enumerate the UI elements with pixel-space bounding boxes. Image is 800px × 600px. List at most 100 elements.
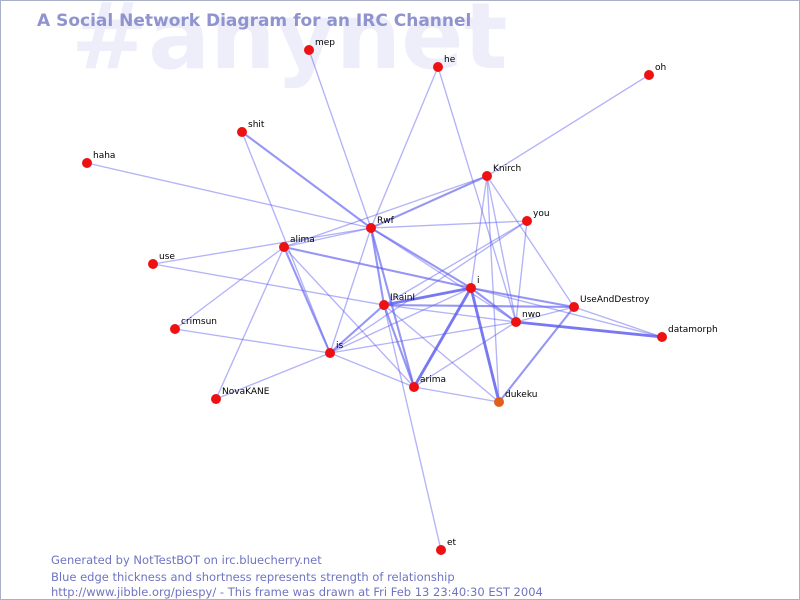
node-nwo[interactable]: nwo <box>511 310 541 327</box>
edge-i-datamorph <box>470 287 663 338</box>
node-dot[interactable] <box>366 223 376 233</box>
edge-is-arima <box>329 352 415 388</box>
node-mep[interactable]: mep <box>304 38 335 55</box>
node-dot[interactable] <box>304 45 314 55</box>
edge-i-arima <box>412 287 473 388</box>
edge-alima-arima <box>283 246 415 388</box>
edge-is-NovaKANE <box>215 352 331 400</box>
node-label: UseAndDestroy <box>580 295 650 305</box>
edge-Knirch-dukeku <box>486 175 500 403</box>
edge-haha-Rwf <box>86 162 372 229</box>
node-dot[interactable] <box>279 242 289 252</box>
edge-you-IRainI <box>383 220 528 306</box>
edge-nwo-arima <box>413 321 517 388</box>
node-dot[interactable] <box>657 332 667 342</box>
edge-Rwf-i <box>370 227 472 289</box>
node-label: shit <box>248 120 265 130</box>
node-dot[interactable] <box>522 216 532 226</box>
edge-alima-NovaKANE <box>215 246 285 400</box>
node-Rwf[interactable]: Rwf <box>366 216 395 233</box>
node-label: he <box>444 55 456 65</box>
node-datamorph[interactable]: datamorph <box>657 325 718 342</box>
node-dot[interactable] <box>569 302 579 312</box>
node-use[interactable]: use <box>148 252 175 269</box>
edge-he-nwo <box>437 66 517 323</box>
node-dot[interactable] <box>148 259 158 269</box>
node-label: dukeku <box>505 390 537 400</box>
node-label: IRainI <box>390 293 415 303</box>
edge-arima-dukeku <box>413 386 500 403</box>
edge-he-Rwf <box>370 66 439 229</box>
node-label: oh <box>655 63 666 73</box>
node-label: nwo <box>522 310 541 320</box>
edge-IRainI-UseAndDestroy <box>383 303 575 309</box>
node-label: is <box>336 341 344 351</box>
edge-crimsun-is <box>174 328 331 354</box>
node-arima[interactable]: arima <box>409 375 446 392</box>
edge-IRainI-arima <box>383 304 415 388</box>
node-dot[interactable] <box>644 70 654 80</box>
node-he[interactable]: he <box>433 55 456 72</box>
node-label: you <box>533 209 550 219</box>
channel-watermark: #anynet <box>71 0 508 90</box>
node-dot[interactable] <box>170 324 180 334</box>
node-shit[interactable]: shit <box>237 120 265 137</box>
node-UseAndDestroy[interactable]: UseAndDestroy <box>569 295 650 312</box>
node-label: mep <box>315 38 335 48</box>
node-dot[interactable] <box>379 300 389 310</box>
edge-alima-crimsun <box>174 246 285 330</box>
node-et[interactable]: et <box>436 538 457 555</box>
edge-Knirch-nwo <box>486 175 517 323</box>
edge-IRainI-nwo <box>383 304 517 323</box>
node-dot[interactable] <box>211 394 221 404</box>
node-alima[interactable]: alima <box>279 235 315 252</box>
edge-UseAndDestroy-datamorph <box>573 306 663 338</box>
edge-UseAndDestroy-dukeku <box>498 306 575 403</box>
edge-Rwf-is <box>329 227 372 354</box>
node-label: et <box>447 538 457 548</box>
node-dot[interactable] <box>482 171 492 181</box>
node-dot[interactable] <box>511 317 521 327</box>
edge-i-IRainI <box>383 286 472 307</box>
edge-IRainI-dukeku <box>383 304 500 403</box>
edge-alima-i <box>283 245 472 290</box>
node-Knirch[interactable]: Knirch <box>482 164 521 181</box>
edge-nwo-datamorph <box>515 320 663 339</box>
node-dot[interactable] <box>237 127 247 137</box>
node-label: arima <box>420 375 446 385</box>
edges-layer <box>86 49 663 551</box>
edge-Knirch-Rwf <box>370 175 488 229</box>
node-NovaKANE[interactable]: NovaKANE <box>211 387 270 404</box>
edge-use-IRainI <box>152 263 385 306</box>
footer-credit-link[interactable]: http://www.jibble.org/piespy/ - This fra… <box>51 585 543 599</box>
edge-is-nwo <box>329 321 517 354</box>
node-dot[interactable] <box>82 158 92 168</box>
node-dot[interactable] <box>436 545 446 555</box>
node-dot[interactable] <box>409 382 419 392</box>
edge-Knirch-i <box>470 175 488 289</box>
node-label: NovaKANE <box>222 387 270 397</box>
edge-Rwf-alima <box>283 227 372 248</box>
node-you[interactable]: you <box>522 209 550 226</box>
node-dot[interactable] <box>433 62 443 72</box>
node-label: Knirch <box>493 164 521 174</box>
node-dukeku[interactable]: dukeku <box>494 390 537 407</box>
edge-oh-Knirch <box>486 74 650 177</box>
node-haha[interactable]: haha <box>82 151 115 168</box>
node-oh[interactable]: oh <box>644 63 666 80</box>
node-crimsun[interactable]: crimsun <box>170 317 217 334</box>
page-title: A Social Network Diagram for an IRC Chan… <box>37 11 472 31</box>
edge-i-is <box>329 287 472 354</box>
edge-i-nwo <box>470 287 517 323</box>
footer-legend-note: Blue edge thickness and shortness repres… <box>51 570 455 584</box>
node-dot[interactable] <box>325 348 335 358</box>
node-i[interactable]: i <box>466 276 480 293</box>
node-dot[interactable] <box>466 283 476 293</box>
node-IRainI[interactable]: IRainI <box>379 293 415 310</box>
node-label: datamorph <box>668 325 718 335</box>
node-is[interactable]: is <box>325 341 344 358</box>
node-dot[interactable] <box>494 397 504 407</box>
